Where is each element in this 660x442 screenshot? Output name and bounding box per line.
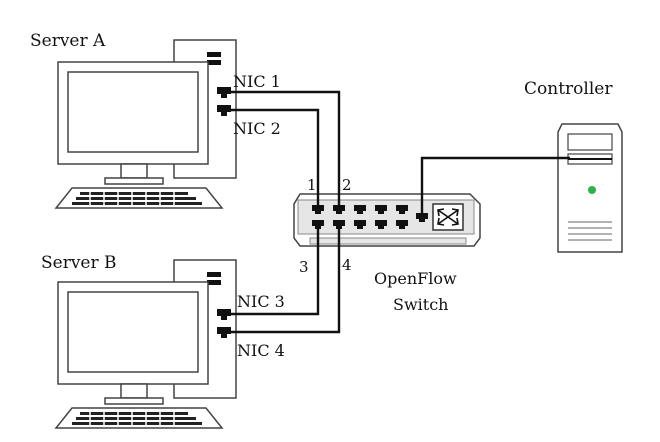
nic-2-label: NIC 2	[233, 119, 281, 138]
port-3-label: 3	[299, 258, 309, 276]
nic-4-label: NIC 4	[237, 341, 285, 360]
controller-label: Controller	[524, 79, 613, 99]
tower-server-icon	[557, 123, 623, 253]
server-a	[55, 39, 237, 209]
port-1-label: 1	[307, 176, 317, 194]
server-b-label: Server B	[41, 253, 117, 273]
cable-nic3-port3	[231, 228, 320, 316]
cable-nic1-port2	[231, 90, 341, 205]
power-led	[588, 186, 596, 194]
nic-3-label: NIC 3	[237, 292, 285, 311]
cable-nic2-port1	[231, 108, 320, 205]
port-2-label: 2	[342, 176, 352, 194]
controller	[557, 123, 623, 253]
switch-label-line1: OpenFlow	[374, 269, 457, 288]
nic-1-label: NIC 1	[233, 72, 281, 91]
server-b	[55, 259, 237, 429]
openflow-switch	[293, 193, 481, 247]
server-a-label: Server A	[30, 31, 106, 51]
switch-label-line2: Switch	[393, 295, 448, 314]
cables	[231, 90, 570, 334]
cable-nic4-port4	[231, 228, 341, 334]
cable-switch-controller	[420, 156, 570, 214]
crossed-arrows-icon	[432, 203, 464, 231]
port-4-label: 4	[342, 256, 352, 274]
desktop-computer-icon	[55, 39, 237, 209]
desktop-computer-icon	[55, 259, 237, 429]
